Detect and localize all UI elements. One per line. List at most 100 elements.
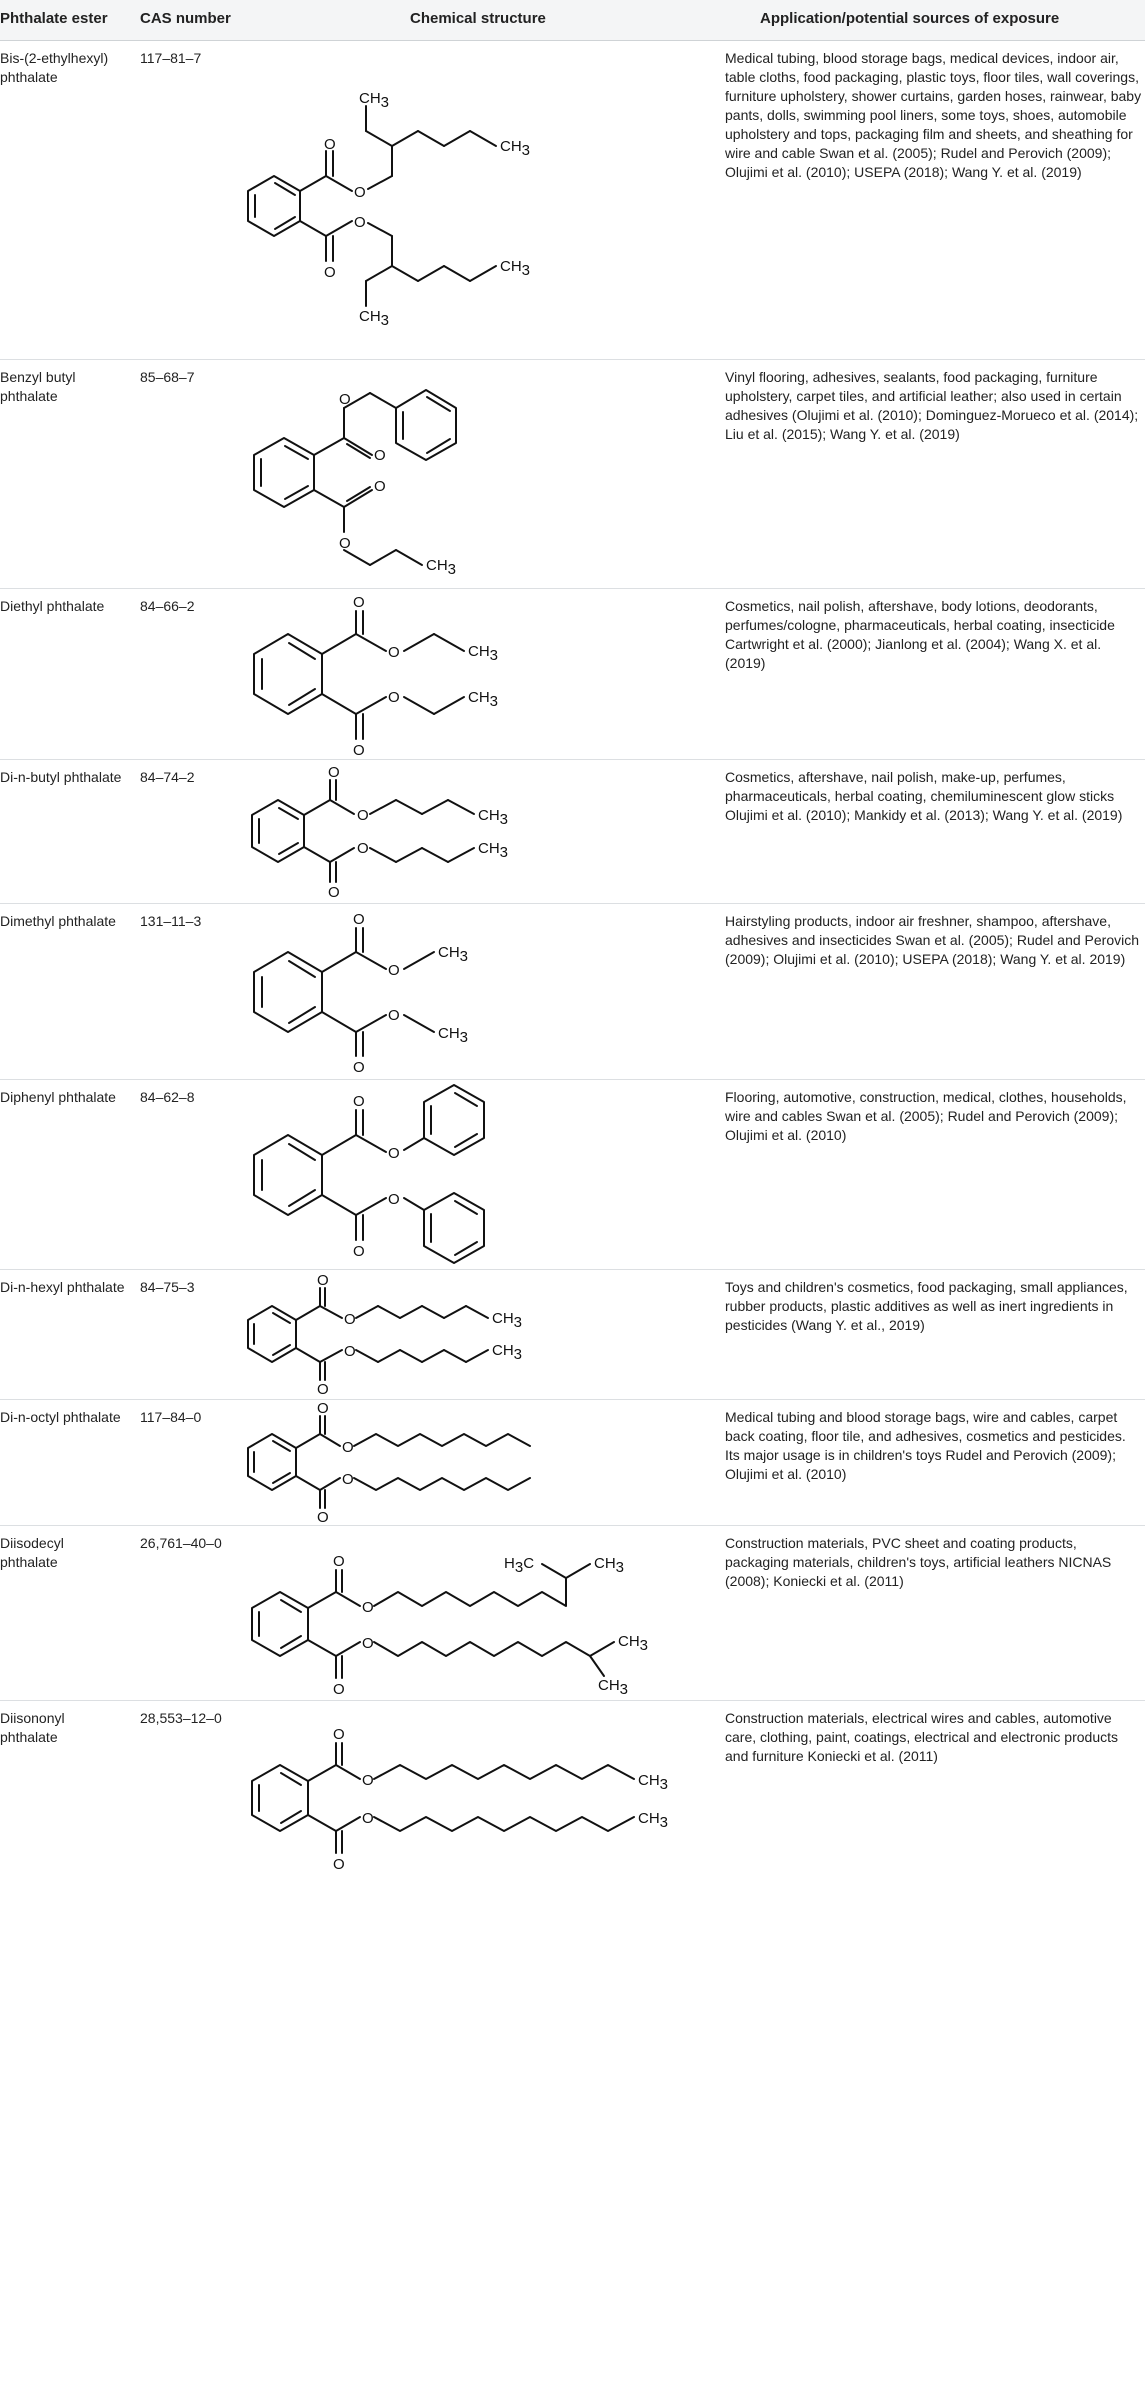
svg-text:O: O <box>333 1726 345 1743</box>
svg-text:CH3: CH3 <box>638 1772 668 1793</box>
svg-text:O: O <box>333 1856 345 1873</box>
application-text: Flooring, automotive, construction, medi… <box>725 1089 1127 1143</box>
svg-text:CH3: CH3 <box>638 1810 668 1831</box>
structure-dinp: O O O O CH3 CH3 <box>251 1726 668 1873</box>
svg-text:O: O <box>388 644 400 661</box>
application-text: Toys and children's cosmetics, food pack… <box>725 1279 1128 1333</box>
svg-text:O: O <box>342 1439 354 1456</box>
svg-text:CH3: CH3 <box>500 138 530 159</box>
table-row: Diisononyl phthalate 28,553–12–0 O O O O… <box>0 1701 1145 1891</box>
cas-number: 84–75–3 <box>140 1279 195 1295</box>
svg-text:O: O <box>388 962 400 979</box>
table-row: Di-n-butyl phthalate 84–74–2 O O O O CH3… <box>0 760 1145 904</box>
ester-name: Diisodecyl phthalate <box>0 1535 64 1570</box>
structure-dep: O O O O CH3 CH3 <box>253 594 498 759</box>
cas-number: 84–66–2 <box>140 598 195 614</box>
svg-text:O: O <box>374 478 386 495</box>
svg-text:O: O <box>317 1400 329 1417</box>
header-structure: Chemical structure <box>410 10 546 27</box>
chemical-structure: O O O O <box>220 1400 710 1526</box>
svg-text:O: O <box>388 689 400 706</box>
table-row: Diphenyl phthalate 84–62–8 O O O O <box>0 1080 1145 1270</box>
svg-text:O: O <box>354 214 366 231</box>
svg-text:O: O <box>388 1191 400 1208</box>
structure-dehp: O O O O CH3 CH3 CH3 CH3 <box>247 90 530 329</box>
chemical-structure: O O O O CH3 CH3 CH3 CH3 <box>220 41 710 359</box>
application-text: Construction materials, PVC sheet and co… <box>725 1535 1112 1589</box>
svg-text:O: O <box>333 1553 345 1570</box>
svg-text:O: O <box>324 264 336 281</box>
application-text: Hairstyling products, indoor air freshne… <box>725 913 1140 967</box>
cas-number: 131–11–3 <box>140 913 202 929</box>
structure-dbp: O O O O CH3 CH3 <box>251 764 508 901</box>
ester-name: Di-n-butyl phthalate <box>0 769 122 785</box>
svg-text:O: O <box>388 1007 400 1024</box>
chemical-structure: O O O O CH3 <box>220 360 710 588</box>
svg-text:O: O <box>354 184 366 201</box>
svg-text:O: O <box>357 807 369 824</box>
svg-text:CH3: CH3 <box>468 643 498 664</box>
cas-number: 84–62–8 <box>140 1089 195 1105</box>
cas-number: 85–68–7 <box>140 369 195 385</box>
header-ester: Phthalate ester <box>0 10 108 27</box>
svg-text:O: O <box>339 391 351 408</box>
table-row: Diisodecyl phthalate 26,761–40–0 O O O O… <box>0 1526 1145 1701</box>
cas-number: 28,553–12–0 <box>140 1710 222 1726</box>
svg-text:CH3: CH3 <box>438 1025 468 1046</box>
application-text: Cosmetics, aftershave, nail polish, make… <box>725 769 1123 823</box>
structure-dmp: O O O O CH3 CH3 <box>253 911 468 1076</box>
table-header: Phthalate ester CAS number Chemical stru… <box>0 0 1145 41</box>
ester-name: Diethyl phthalate <box>0 598 105 614</box>
application-text: Medical tubing and blood storage bags, w… <box>725 1409 1126 1482</box>
svg-text:CH3: CH3 <box>478 807 508 828</box>
svg-text:O: O <box>339 535 351 552</box>
cas-number: 26,761–40–0 <box>140 1535 222 1551</box>
chemical-structure: O O O O H3C CH3 CH3 CH3 <box>220 1526 710 1700</box>
structure-dnhp: O O O O CH3 CH3 <box>247 1272 522 1398</box>
svg-text:O: O <box>353 1059 365 1076</box>
ester-name: Di-n-octyl phthalate <box>0 1409 121 1425</box>
svg-text:O: O <box>344 1311 356 1328</box>
ester-name: Bis-(2-ethylhexyl) phthalate <box>0 50 109 85</box>
table-row: Bis-(2-ethylhexyl) phthalate 117–81–7 O … <box>0 41 1145 360</box>
svg-text:O: O <box>353 742 365 759</box>
chemical-structure: O O O O CH3 CH3 <box>220 589 710 759</box>
svg-text:O: O <box>362 1772 374 1789</box>
ester-name: Diisononyl phthalate <box>0 1710 65 1745</box>
svg-text:O: O <box>328 764 340 781</box>
svg-text:CH3: CH3 <box>618 1633 648 1654</box>
svg-text:CH3: CH3 <box>594 1555 624 1576</box>
chemical-structure: O O O O CH3 CH3 <box>220 1701 710 1891</box>
svg-text:CH3: CH3 <box>478 840 508 861</box>
svg-text:CH3: CH3 <box>426 557 456 578</box>
ester-name: Diphenyl phthalate <box>0 1089 116 1105</box>
application-text: Construction materials, electrical wires… <box>725 1710 1118 1764</box>
table-row: Diethyl phthalate 84–66–2 O O O O CH3 CH… <box>0 589 1145 760</box>
structure-bbp: O O O O CH3 <box>253 389 457 578</box>
svg-text:CH3: CH3 <box>359 308 389 329</box>
svg-text:CH3: CH3 <box>438 944 468 965</box>
application-text: Vinyl flooring, adhesives, sealants, foo… <box>725 369 1139 442</box>
svg-text:CH3: CH3 <box>598 1677 628 1698</box>
phthalate-table: Phthalate ester CAS number Chemical stru… <box>0 0 1145 1891</box>
svg-text:O: O <box>362 1635 374 1652</box>
chemical-structure: O O O O CH3 CH3 <box>220 760 710 903</box>
application-text: Cosmetics, nail polish, aftershave, body… <box>725 598 1115 671</box>
ester-name: Benzyl butyl phthalate <box>0 369 76 404</box>
table-row: Di-n-hexyl phthalate 84–75–3 O O O O CH3… <box>0 1270 1145 1400</box>
svg-text:O: O <box>324 136 336 153</box>
structure-diphenyl: O O O O <box>253 1084 485 1264</box>
table-row: Dimethyl phthalate 131–11–3 O O O O CH3 … <box>0 904 1145 1080</box>
svg-text:O: O <box>317 1509 329 1526</box>
svg-text:O: O <box>362 1599 374 1616</box>
svg-text:O: O <box>353 1243 365 1260</box>
svg-text:O: O <box>317 1272 329 1289</box>
ester-name: Di-n-hexyl phthalate <box>0 1279 125 1295</box>
svg-text:H3C: H3C <box>504 1555 534 1576</box>
svg-text:O: O <box>353 911 365 928</box>
svg-text:O: O <box>357 840 369 857</box>
svg-text:O: O <box>344 1343 356 1360</box>
svg-text:O: O <box>328 884 340 901</box>
svg-text:O: O <box>342 1471 354 1488</box>
cas-number: 84–74–2 <box>140 769 195 785</box>
